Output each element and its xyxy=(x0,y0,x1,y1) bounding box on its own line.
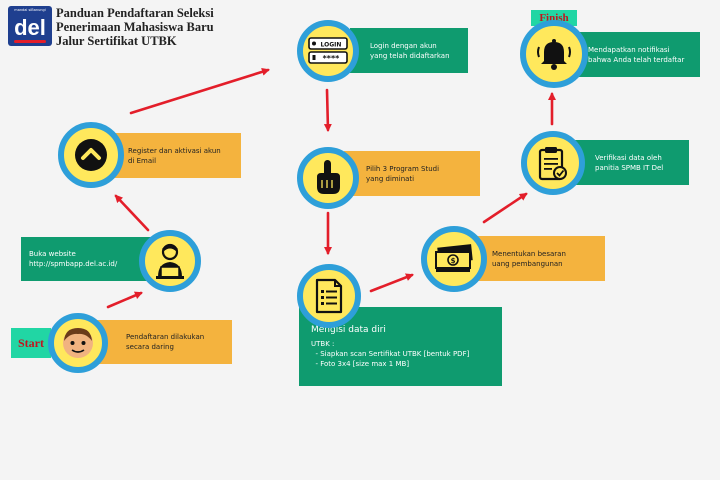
step-text: secara daring xyxy=(126,343,174,351)
step-text: bahwa Anda telah terdaftar xyxy=(588,55,685,64)
start-tag: Start xyxy=(11,328,51,358)
person-face-icon xyxy=(63,328,93,358)
step-pendaftaran-box: Pendaftaran dilakukan secara daring xyxy=(96,320,232,364)
chevron-up-icon xyxy=(75,139,107,171)
password-badge-text: **** xyxy=(323,54,341,63)
step-text: - Foto 3x4 [size max 1 MB] xyxy=(311,360,410,368)
clipboard-check-icon xyxy=(538,147,567,181)
arrow-start-to-website xyxy=(106,291,143,309)
arrow-biaya-to-verifikasi xyxy=(482,192,528,224)
step-text: panitia SPMB IT Del xyxy=(595,163,664,172)
step-text: - Siapkan scan Sertifikat UTBK [bentuk P… xyxy=(311,350,470,358)
logo-tagline: mandai siBanungi xyxy=(14,8,46,12)
step-text: uang pembangunan xyxy=(492,259,563,268)
arrow-register-to-login xyxy=(129,67,270,115)
step-text: UTBK : xyxy=(311,340,335,348)
arrow-website-to-register xyxy=(114,194,150,232)
step-text: Verifikasi data oleh xyxy=(595,153,662,162)
step-text: Register dan aktivasi akun xyxy=(128,146,221,155)
step-mengisi-circle xyxy=(297,264,361,328)
money-badge-text: $ xyxy=(451,257,456,265)
institution-logo: mandai siBanungi del xyxy=(8,6,52,46)
step-text: Login dengan akun xyxy=(370,41,437,50)
step-text: http://spmbapp.del.ac.id/ xyxy=(29,260,118,268)
logo-swoosh xyxy=(14,40,46,43)
document-icon xyxy=(315,278,343,314)
step-biaya-circle: $ xyxy=(421,226,487,292)
step-notifikasi-circle xyxy=(520,20,588,88)
step-text: Menentukan besaran xyxy=(492,249,566,258)
step-text: Mendapatkan notifikasi xyxy=(588,45,670,54)
step-text: yang diminati xyxy=(366,174,415,183)
step-website-box: Buka website http://spmbapp.del.ac.id/ xyxy=(21,237,161,281)
step-prodi-box: Pilih 3 Program Studi yang diminati xyxy=(344,151,480,196)
step-text: Pendaftaran dilakukan xyxy=(126,333,205,341)
page-title: Panduan Pendaftaran Seleksi Penerimaan M… xyxy=(56,6,256,48)
bell-icon xyxy=(537,39,571,70)
step-text: Buka website xyxy=(29,250,76,258)
step-notifikasi-box: Mendapatkan notifikasi bahwa Anda telah … xyxy=(568,32,700,77)
money-icon: $ xyxy=(435,244,473,272)
arrow-login-to-prodi xyxy=(323,88,332,132)
step-verifikasi-box: Verifikasi data oleh panitia SPMB IT Del xyxy=(573,140,689,185)
step-text: Pilih 3 Program Studi xyxy=(366,164,440,173)
step-website-circle xyxy=(139,230,201,292)
step-text: yang telah didaftarkan xyxy=(370,51,450,60)
step-register-box: Register dan aktivasi akun di Email xyxy=(100,133,241,178)
login-form-icon: LOGIN **** xyxy=(308,37,348,64)
title-line: Panduan Pendaftaran Seleksi xyxy=(56,6,214,20)
step-pendaftaran-circle xyxy=(48,313,108,373)
step-title: Mengisi data diri xyxy=(311,325,386,335)
hand-pointer-icon xyxy=(317,160,340,194)
title-line: Penerimaan Mahasiswa Baru xyxy=(56,20,214,34)
arrow-mengisi-to-biaya xyxy=(369,273,414,293)
step-text: di Email xyxy=(128,156,157,165)
login-badge-text: LOGIN xyxy=(321,42,342,49)
step-prodi-circle xyxy=(297,147,359,209)
step-login-circle: LOGIN **** xyxy=(297,20,359,82)
person-laptop-icon xyxy=(156,243,184,279)
step-login-box: Login dengan akun yang telah didaftarkan xyxy=(350,28,468,73)
logo-wordmark: del xyxy=(14,15,46,40)
step-verifikasi-circle xyxy=(521,131,585,195)
title-line: Jalur Sertifikat UTBK xyxy=(56,34,177,48)
step-register-circle xyxy=(58,122,124,188)
